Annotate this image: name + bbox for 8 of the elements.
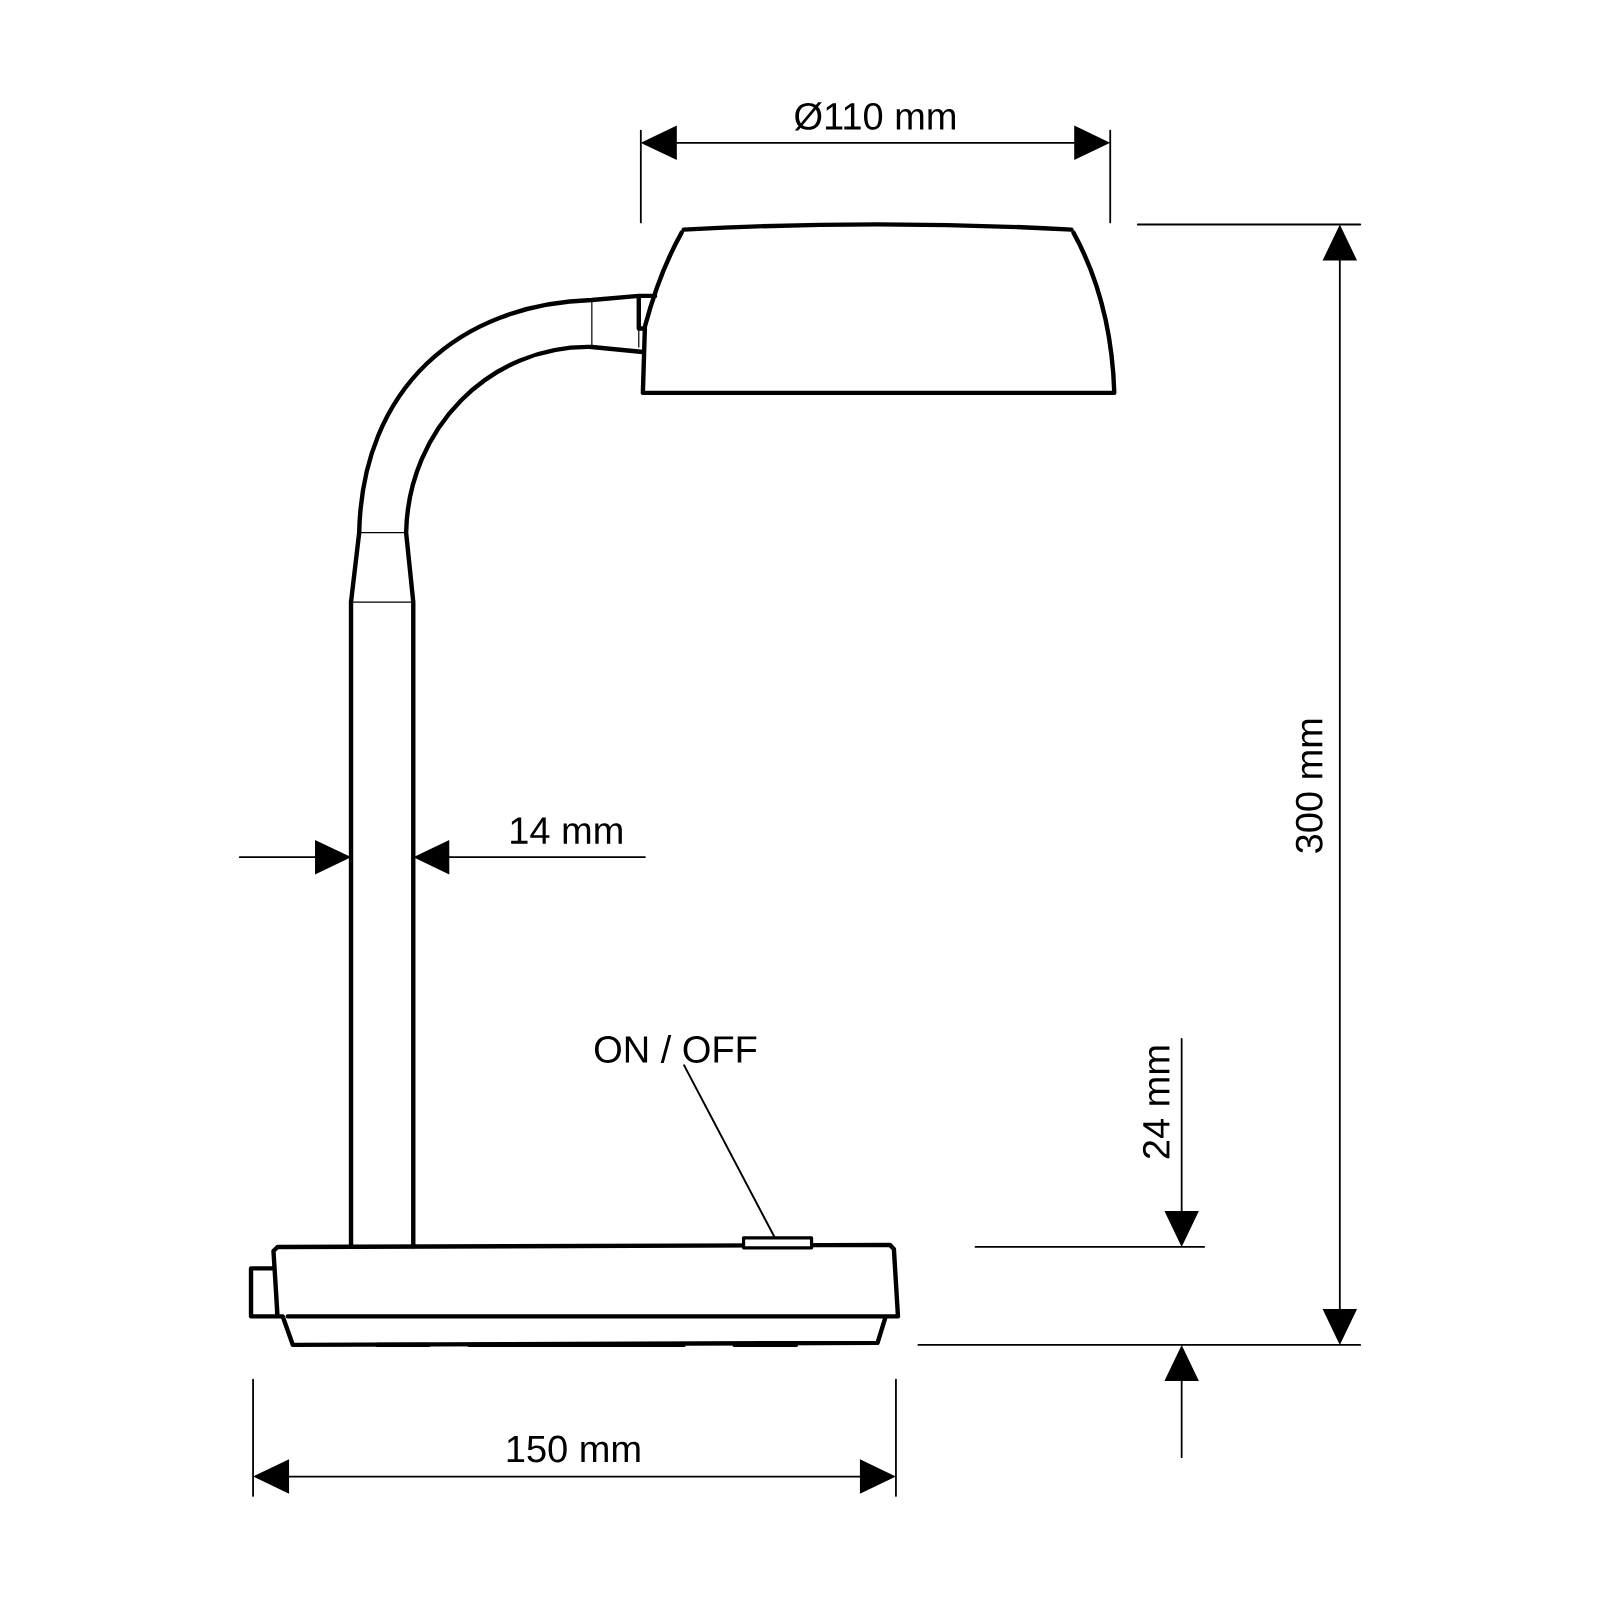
dimension-label: Ø110 mm — [794, 102, 955, 131]
callout-label: ON / OFF — [595, 1035, 757, 1063]
power-switch — [741, 1236, 814, 1250]
dimension-label: 300 mm — [1295, 719, 1323, 853]
dimension-label: 14 mm — [511, 817, 622, 844]
leader-line — [683, 1064, 776, 1238]
dimension-label: 24 mm — [1142, 1046, 1170, 1159]
dimension-label: 150 mm — [507, 1435, 640, 1463]
